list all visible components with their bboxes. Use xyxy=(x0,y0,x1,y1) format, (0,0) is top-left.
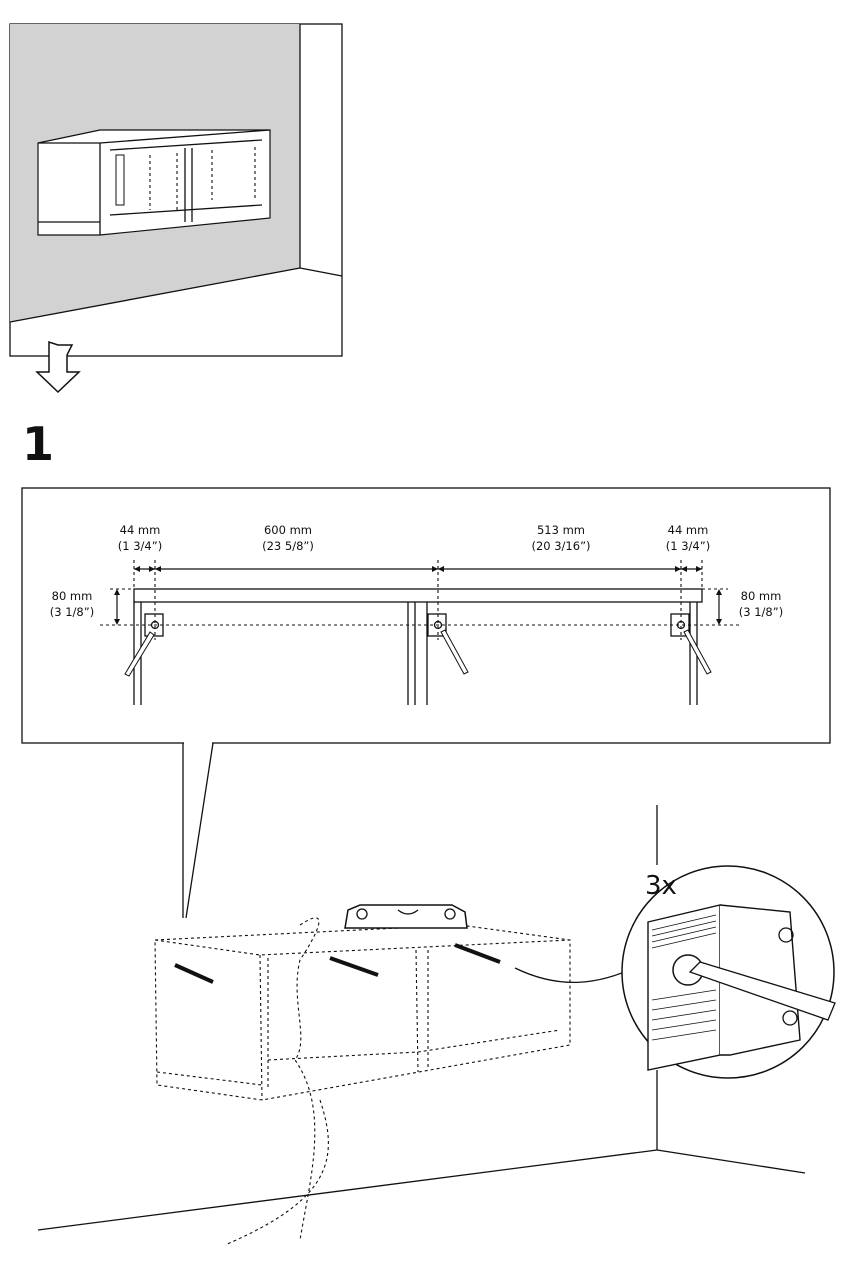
dimension-label: (1 3/4”) xyxy=(118,539,162,553)
dimension-label: 44 mm xyxy=(668,523,709,537)
quantity-label: 3x xyxy=(645,871,677,901)
measurement-detail: 44 mm (1 3/4”) 600 mm (23 5/8”) 513 mm (… xyxy=(21,487,831,919)
dimension-label: 44 mm xyxy=(120,523,161,537)
spirit-level-icon xyxy=(344,904,468,929)
arrow-down-icon xyxy=(35,340,81,394)
dimension-label: 600 mm xyxy=(264,523,312,537)
step-number: 1 xyxy=(22,417,54,471)
wall-bracket xyxy=(427,613,469,675)
wall-bracket xyxy=(124,613,164,677)
cabinet-outline xyxy=(154,904,641,1246)
cabinet-on-wall xyxy=(37,129,271,236)
overview-illustration xyxy=(9,23,343,357)
dimension-label: 80 mm xyxy=(741,589,782,603)
dimension-label: (3 1/8”) xyxy=(50,605,94,619)
dimension-label: (20 3/16”) xyxy=(531,539,590,553)
wall-bracket xyxy=(670,613,712,675)
dimension-label: 513 mm xyxy=(537,523,585,537)
bracket-detail-zoom: 3x xyxy=(621,865,836,1079)
dimension-label: (1 3/4”) xyxy=(666,539,710,553)
wall-scene xyxy=(37,805,806,1231)
dimension-label: (3 1/8”) xyxy=(739,605,783,619)
dimension-label: (23 5/8”) xyxy=(262,539,314,553)
dimension-label: 80 mm xyxy=(52,589,93,603)
